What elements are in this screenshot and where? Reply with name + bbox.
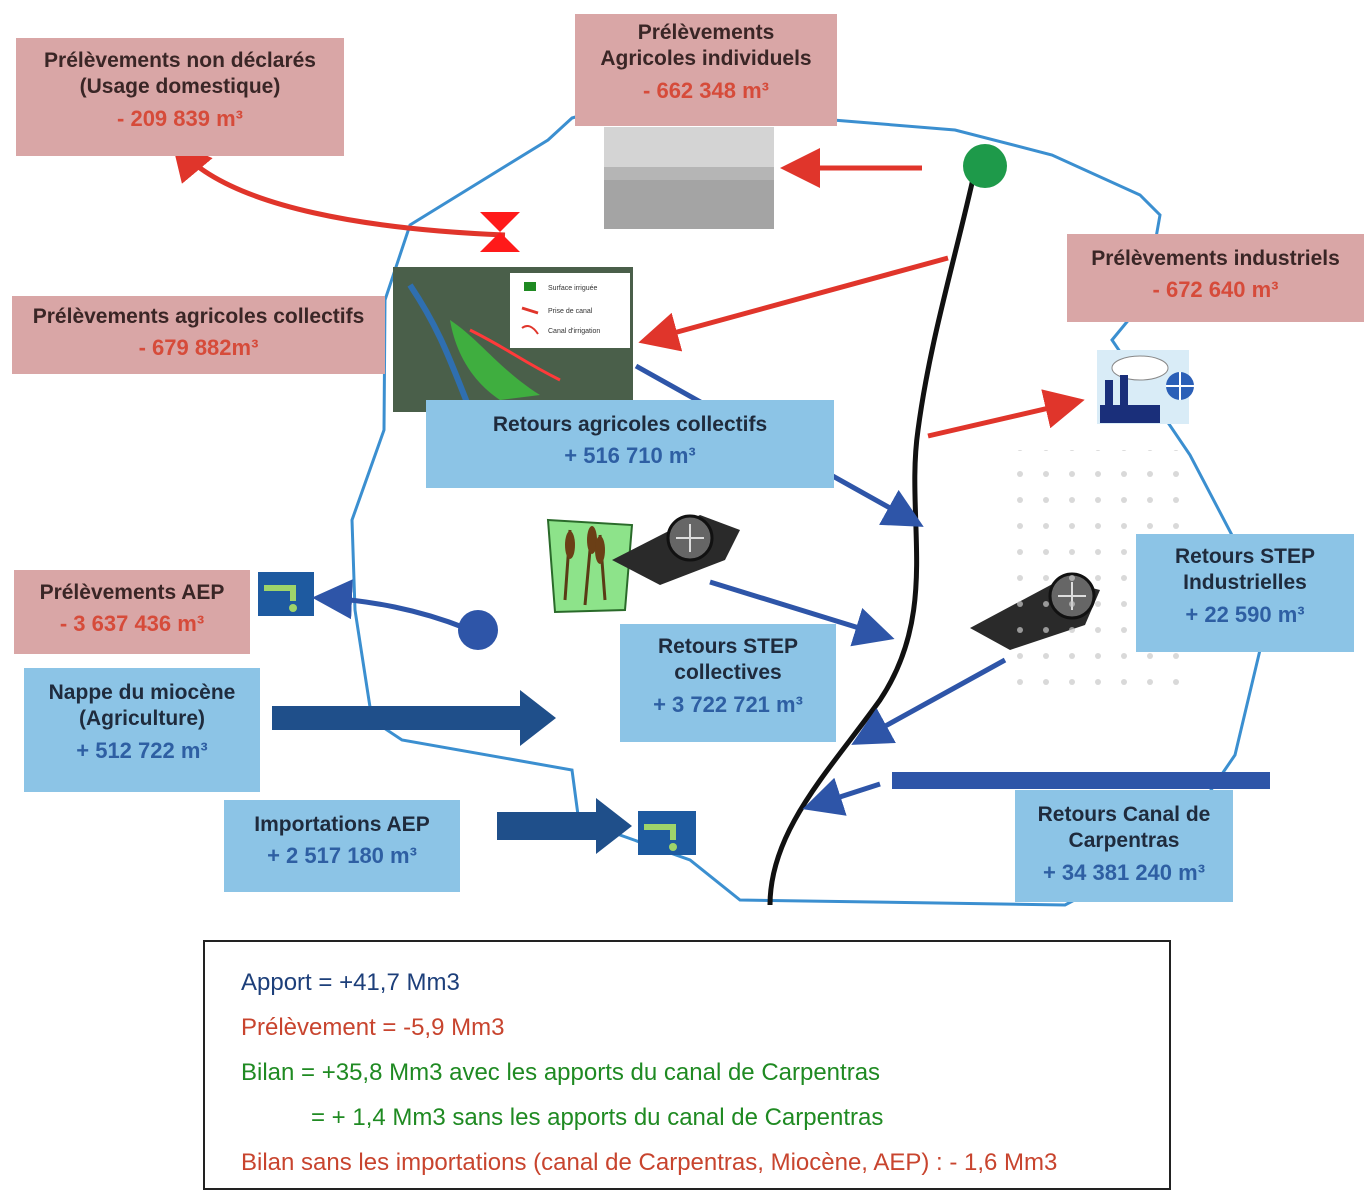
box-non-declares-title-2: (Usage domestique) bbox=[79, 75, 281, 99]
arrow-agricoles-collectifs bbox=[638, 255, 949, 352]
box-retours-agricoles-value: + 516 710 m³ bbox=[564, 443, 696, 469]
river-source-dot bbox=[963, 144, 1007, 188]
arrow-importations bbox=[497, 798, 632, 854]
box-non-declares-value: - 209 839 m³ bbox=[117, 105, 243, 131]
box-agricoles-individuels-title-2: Agricoles individuels bbox=[600, 47, 812, 71]
arrow-aep bbox=[312, 579, 466, 631]
box-step-industrielles: Retours STEP Industrielles + 22 590 m³ bbox=[1136, 534, 1354, 652]
arrow-step-collectives bbox=[709, 579, 895, 647]
box-agricoles-individuels-title-1: Prélèvements bbox=[637, 21, 775, 44]
box-industriels: Prélèvements industriels - 672 640 m³ bbox=[1067, 234, 1364, 322]
box-step-industrielles-title-1: Retours STEP bbox=[1174, 545, 1316, 568]
box-non-declares-title-1: Prélèvements non déclarés bbox=[44, 49, 316, 72]
tap-icon-import bbox=[638, 811, 696, 855]
box-step-collectives-value: + 3 722 721 m³ bbox=[653, 691, 803, 717]
arrow-non-declares bbox=[171, 140, 506, 238]
tap-icon-aep bbox=[258, 572, 314, 616]
box-retours-agricoles-title: Retours agricoles collectifs bbox=[492, 413, 768, 436]
box-agricoles-collectifs-value: - 679 882m³ bbox=[138, 335, 259, 361]
summary-apport: Apport = +41,7 Mm3 bbox=[241, 969, 460, 996]
arrow-industriels bbox=[927, 389, 1085, 439]
canal-band bbox=[892, 772, 1270, 789]
box-canal: Retours Canal de Carpentras + 34 381 240… bbox=[1015, 790, 1233, 902]
field-photo bbox=[604, 127, 774, 229]
summary-bilan-sans-importations: Bilan sans les importations (canal de Ca… bbox=[241, 1149, 1058, 1176]
box-aep-title: Prélèvements AEP bbox=[39, 581, 225, 604]
valve-icon bbox=[480, 212, 520, 252]
summary-box: Apport = +41,7 Mm3 Prélèvement = -5,9 Mm… bbox=[203, 940, 1171, 1190]
reed-icon bbox=[546, 518, 634, 614]
box-step-collectives-title-2: collectives bbox=[674, 661, 782, 685]
box-nappe-title-2: (Agriculture) bbox=[79, 707, 205, 731]
box-importations-title: Importations AEP bbox=[254, 813, 430, 836]
arrow-step-industrielles bbox=[851, 657, 1007, 745]
box-nappe-title-1: Nappe du miocène bbox=[48, 681, 236, 704]
box-agricoles-collectifs-title: Prélèvements agricoles collectifs bbox=[32, 305, 365, 328]
box-agricoles-individuels-value: - 662 348 m³ bbox=[643, 77, 769, 103]
pipe-icon-collective bbox=[612, 514, 740, 585]
factory-icon bbox=[1097, 350, 1194, 424]
box-non-declares: Prélèvements non déclarés (Usage domesti… bbox=[16, 38, 344, 156]
map-legend-label-1: Surface irriguée bbox=[548, 285, 598, 292]
arrow-nappe bbox=[272, 690, 556, 746]
box-nappe: Nappe du miocène (Agriculture) + 512 722… bbox=[24, 668, 260, 792]
summary-bilan-sans-canal: = + 1,4 Mm3 sans les apports du canal de… bbox=[311, 1104, 884, 1131]
box-step-industrielles-value: + 22 590 m³ bbox=[1185, 601, 1305, 627]
summary-prelevement: Prélèvement = -5,9 Mm3 bbox=[241, 1014, 505, 1041]
box-aep-value: - 3 637 436 m³ bbox=[59, 611, 205, 637]
summary-bilan-avec-canal: Bilan = +35,8 Mm3 avec les apports du ca… bbox=[241, 1059, 881, 1086]
map-legend-label-2: Prise de canal bbox=[548, 308, 593, 315]
aep-well-dot bbox=[458, 610, 498, 650]
box-canal-title-1: Retours Canal de bbox=[1037, 803, 1211, 826]
box-step-industrielles-title-2: Industrielles bbox=[1183, 571, 1307, 595]
arrow-canal bbox=[802, 777, 881, 816]
box-importations: Importations AEP + 2 517 180 m³ bbox=[224, 800, 460, 892]
box-retours-agricoles: Retours agricoles collectifs + 516 710 m… bbox=[426, 400, 834, 488]
box-importations-value: + 2 517 180 m³ bbox=[267, 843, 417, 869]
aerial-map bbox=[393, 267, 633, 412]
box-canal-value: + 34 381 240 m³ bbox=[1042, 859, 1206, 885]
box-aep: Prélèvements AEP - 3 637 436 m³ bbox=[14, 570, 250, 654]
map-legend-label-3: Canal d'irrigation bbox=[548, 328, 600, 335]
box-nappe-value: + 512 722 m³ bbox=[76, 737, 208, 763]
box-agricoles-individuels: Prélèvements Agricoles individuels - 662… bbox=[575, 14, 837, 126]
box-industriels-title: Prélèvements industriels bbox=[1091, 247, 1340, 270]
box-agricoles-collectifs: Prélèvements agricoles collectifs - 679 … bbox=[12, 296, 385, 374]
box-step-collectives-title-1: Retours STEP bbox=[657, 635, 799, 658]
box-step-collectives: Retours STEP collectives + 3 722 721 m³ bbox=[620, 624, 836, 742]
box-industriels-value: - 672 640 m³ bbox=[1152, 277, 1279, 303]
box-canal-title-2: Carpentras bbox=[1068, 829, 1180, 853]
